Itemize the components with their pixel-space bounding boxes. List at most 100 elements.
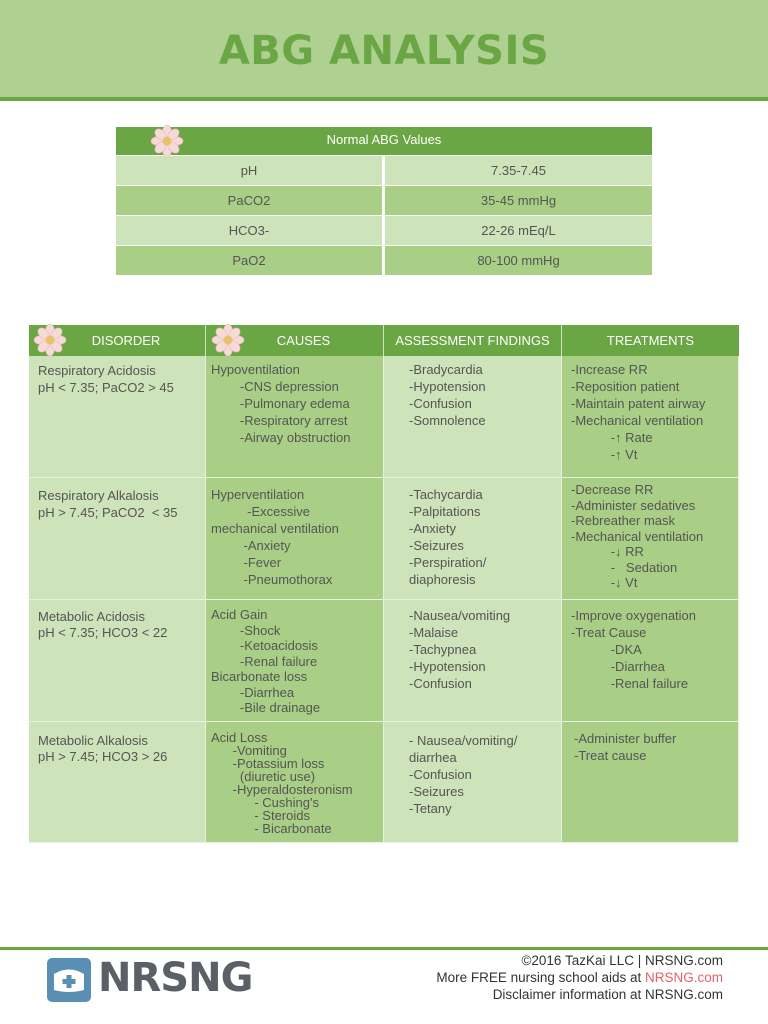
cell-line: -Administer sedatives	[571, 497, 696, 513]
cell-line: -Tachypnea	[409, 642, 477, 657]
cell-line: Metabolic Alkalosis	[38, 733, 148, 748]
cell-line: -Rebreather mask	[571, 513, 676, 528]
table-row: PaCO2 35-45 mmHg	[116, 186, 652, 216]
cell-line: -↑ Rate	[571, 430, 653, 445]
cell-line: - Sedation	[571, 559, 678, 575]
table-row: Metabolic Acidosis pH < 7.35; HCO3 < 22 …	[29, 600, 739, 722]
flower-icon	[211, 323, 245, 357]
cell-line: -Pneumothorax	[211, 572, 333, 587]
promo-text: More FREE nursing school aids at	[436, 970, 645, 985]
param-value: 35-45 mmHg	[385, 186, 652, 215]
treatments-cell: -Decrease RR -Administer sedatives -Rebr…	[562, 478, 739, 600]
cell-line: Respiratory Acidosis	[38, 363, 156, 378]
cell-line: -Seizures	[409, 784, 464, 799]
param-name: PaO2	[116, 246, 382, 275]
cell-line: -Tetany	[409, 801, 452, 816]
cell-line: - Steroids	[211, 808, 310, 823]
cell-line: -Respiratory arrest	[211, 413, 348, 428]
cell-line: -Excessive	[211, 504, 310, 519]
cell-line: -Ketoacidosis	[211, 638, 318, 653]
cell-line: -↑ Vt	[571, 447, 638, 462]
cell-line: -Seizures	[409, 538, 464, 553]
cell-line: -Administer buffer	[574, 731, 677, 746]
cell-line: -Malaise	[409, 625, 459, 640]
disorder-cell: Metabolic Alkalosis pH > 7.45; HCO3 > 26	[29, 722, 206, 843]
cell-line: -Confusion	[409, 767, 472, 782]
disorder-cell: Respiratory Acidosis pH < 7.35; PaCO2 > …	[29, 356, 206, 478]
promo-line: More FREE nursing school aids at NRSNG.c…	[436, 969, 723, 986]
cell-line: -Potassium loss	[211, 756, 325, 771]
causes-cell: Hyperventilation -Excessive mechanical v…	[206, 478, 384, 600]
cell-line: -Anxiety	[409, 521, 456, 536]
cell-line: Hypoventilation	[211, 362, 300, 377]
table-row: pH 7.35-7.45	[116, 156, 652, 186]
cell-line: -Renal failure	[571, 676, 689, 691]
cell-line: Respiratory Alkalosis	[38, 488, 159, 503]
normal-values-title: Normal ABG Values	[326, 132, 442, 147]
cell-line: -Hypotension	[409, 379, 486, 394]
disorder-cell: Respiratory Alkalosis pH > 7.45; PaCO2 <…	[29, 478, 206, 600]
disorder-cell: Metabolic Acidosis pH < 7.35; HCO3 < 22	[29, 600, 206, 722]
header-banner: ABG ANALYSIS	[0, 0, 768, 98]
causes-cell: Acid Gain -Shock -Ketoacidosis -Renal fa…	[206, 600, 384, 722]
treatments-cell: -Administer buffer -Treat cause	[562, 722, 739, 843]
cell-line: pH > 7.45; PaCO2 < 35	[38, 505, 178, 520]
cell-line: -Diarrhea	[571, 659, 665, 674]
cell-line: Hyperventilation	[211, 487, 305, 502]
param-value: 22-26 mEq/L	[385, 216, 652, 245]
cell-line: (diuretic use)	[211, 769, 316, 784]
treatments-cell: -Improve oxygenation -Treat Cause -DKA -…	[562, 600, 739, 722]
footer-divider	[0, 947, 768, 950]
findings-cell: - Nausea/vomiting/ diarrhea -Confusion -…	[384, 722, 562, 843]
cell-line: -Renal failure	[211, 653, 318, 669]
header-findings: ASSESSMENT FINDINGS	[384, 325, 562, 356]
table-row: Respiratory Alkalosis pH > 7.45; PaCO2 <…	[29, 478, 739, 600]
cell-line: -DKA	[571, 642, 642, 657]
cell-line: -Anxiety	[211, 538, 291, 553]
cell-line: -Palpitations	[409, 504, 481, 519]
table-row: Metabolic Alkalosis pH > 7.45; HCO3 > 26…	[29, 722, 739, 843]
disclaimer-line: Disclaimer information at NRSNG.com	[492, 987, 723, 1002]
cell-line: -Somnolence	[409, 413, 486, 428]
cell-line: -Hypotension	[409, 659, 486, 674]
findings-cell: -Nausea/vomiting -Malaise -Tachypnea -Hy…	[384, 600, 562, 722]
table-row: HCO3- 22-26 mEq/L	[116, 216, 652, 246]
cell-line: -Improve oxygenation	[571, 608, 697, 623]
cell-line: -Reposition patient	[571, 379, 680, 394]
promo-link[interactable]: NRSNG.com	[644, 970, 723, 985]
cell-line: -Pulmonary edema	[211, 396, 350, 411]
cell-line: -Bile drainage	[211, 700, 321, 715]
cell-line: -Fever	[211, 555, 282, 570]
cell-line: -CNS depression	[211, 379, 339, 394]
causes-cell: Hypoventilation -CNS depression -Pulmona…	[206, 356, 384, 478]
cell-line: - Bicarbonate	[211, 821, 332, 836]
table-row: Respiratory Acidosis pH < 7.35; PaCO2 > …	[29, 356, 739, 478]
cell-line: pH < 7.35; HCO3 < 22	[38, 625, 168, 640]
param-name: pH	[116, 156, 382, 185]
cell-line: Metabolic Acidosis	[38, 609, 145, 624]
findings-cell: -Tachycardia -Palpitations -Anxiety -Sei…	[384, 478, 562, 600]
cell-line: -Vomiting	[211, 743, 287, 758]
param-name: HCO3-	[116, 216, 382, 245]
cell-line: -Mechanical ventilation	[571, 413, 704, 428]
cell-line: -Nausea/vomiting	[409, 608, 511, 623]
param-value: 80-100 mmHg	[385, 246, 652, 275]
page-title: ABG ANALYSIS	[218, 28, 550, 74]
header-divider	[0, 97, 768, 101]
cell-line: -↓ RR	[571, 544, 644, 559]
flower-icon	[150, 124, 184, 158]
cell-line: -Confusion	[409, 396, 472, 411]
copyright-line: ©2016 TazKai LLC | NRSNG.com	[521, 953, 723, 968]
cell-line: -Shock	[211, 622, 281, 638]
cell-line: diaphoresis	[409, 572, 476, 587]
cell-line: -Increase RR	[571, 362, 648, 377]
findings-cell: -Bradycardia -Hypotension -Confusion -So…	[384, 356, 562, 478]
cell-line: -Airway obstruction	[211, 430, 351, 445]
cell-line: -Maintain patent airway	[571, 396, 706, 411]
nurse-cap-icon-graphic	[54, 969, 84, 992]
param-value: 7.35-7.45	[385, 156, 652, 185]
header-treatments: TREATMENTS	[606, 333, 695, 348]
brand-logo: NRSNG	[98, 955, 253, 1001]
cell-line: pH > 7.45; HCO3 > 26	[38, 749, 168, 764]
header-disorder: DISORDER	[29, 325, 206, 356]
